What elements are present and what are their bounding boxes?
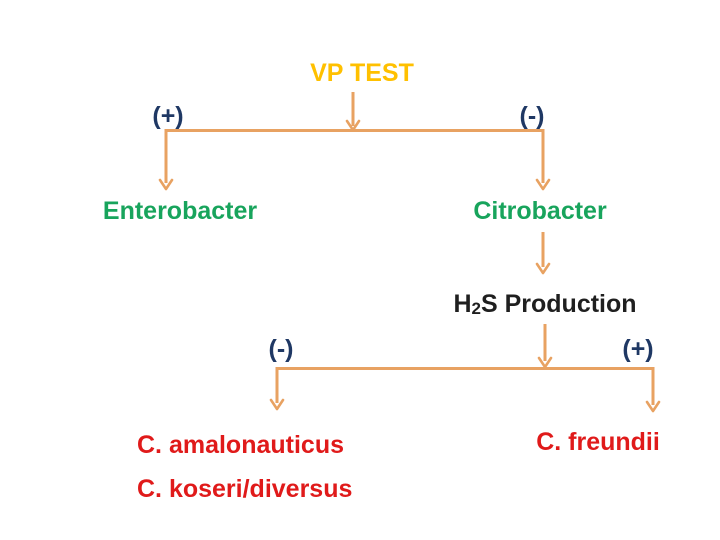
node-h2s-production: H2S Production (453, 288, 636, 325)
node-citrobacter: Citrobacter (473, 197, 607, 225)
arrowhead-h2s-icon (535, 262, 551, 275)
branch1-positive-label: (+) (152, 102, 184, 130)
node-enterobacter: Enterobacter (102, 197, 258, 225)
arrowhead-branch2-left-icon (269, 398, 285, 411)
branch1-negative-label: (-) (519, 102, 545, 130)
node-c-koseri-diversus: C. koseri/diversus (137, 475, 353, 503)
branch2-positive-label: (+) (622, 335, 654, 363)
h2s-subscript: 2 (471, 299, 481, 318)
branch2-negative-label: (-) (268, 335, 294, 363)
h2s-rest: S Production (480, 290, 637, 318)
h2s-element: H (453, 290, 472, 318)
diagram-title: VP TEST (310, 59, 414, 87)
node-c-freundii: C. freundii (536, 428, 660, 456)
node-c-amalonauticus: C. amalonauticus (137, 431, 344, 459)
arrowhead-branch1-left-icon (158, 178, 174, 191)
arrowhead-branch2-right-icon (645, 400, 661, 413)
arrowhead-branch1-right-icon (535, 178, 551, 191)
